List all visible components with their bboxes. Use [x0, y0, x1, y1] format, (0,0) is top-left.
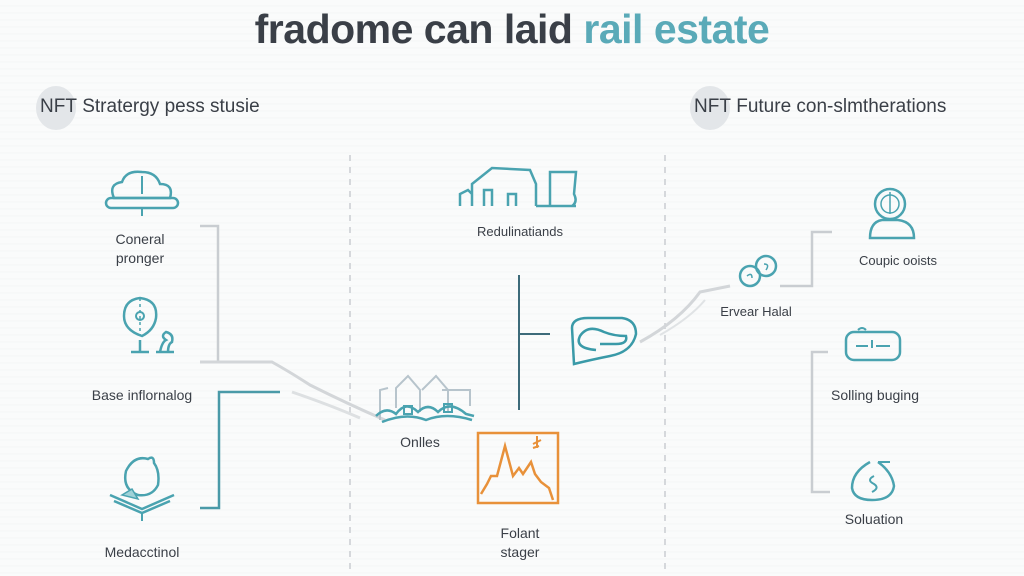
bracket-bottom-left	[200, 390, 280, 510]
bracket-bottom-right	[810, 350, 830, 494]
wallet-icon	[844, 327, 902, 362]
lightbulb-icon	[122, 296, 174, 354]
left-item-2-label: Base inflornalog	[91, 387, 193, 403]
person-book-icon	[109, 456, 175, 521]
header-text: Stratergy pess stusie	[82, 96, 260, 117]
curve-connector-left	[200, 360, 386, 422]
header-badge: NFT	[40, 96, 77, 117]
right-item-1-label: Ervear Halal	[720, 304, 792, 319]
right-item-3-label: Solling buging	[831, 387, 919, 403]
coins-icon	[738, 254, 778, 288]
left-section-header: NFT Stratergy pess stusie	[36, 86, 260, 130]
label-line: stager	[500, 544, 540, 560]
label-line: Folant	[500, 525, 540, 541]
center-item-3-label: Onlles	[400, 434, 440, 450]
curve-connector-right-2	[659, 299, 706, 336]
header-badge-circle	[36, 86, 76, 130]
cloud-icon	[104, 170, 180, 216]
speech-bubble-icon	[570, 316, 638, 366]
right-section-header: NFT Future con-slmtherations	[690, 86, 947, 130]
header-text: Future con-slmtherations	[736, 96, 947, 117]
money-bag-icon	[850, 460, 896, 502]
right-item-4-label: Soluation	[844, 511, 904, 527]
center-item-1-label: Redulinatiands	[476, 224, 563, 239]
curve-connector-right	[639, 284, 731, 344]
bracket-top-right	[780, 230, 832, 288]
title-accent: rail estate	[583, 6, 770, 52]
page-title: fradome can laid rail estate	[0, 6, 1024, 53]
label-line: Coneral	[115, 231, 165, 247]
title-dark: fradome can laid	[254, 6, 573, 52]
label-line: pronger	[115, 250, 165, 266]
left-item-1-label: Coneral pronger	[90, 230, 190, 268]
left-item-3-label: Medacctinol	[104, 544, 180, 560]
houses-icon	[458, 166, 578, 208]
chart-icon	[476, 431, 560, 505]
center-item-4-label: Folant stager	[470, 524, 570, 562]
curve-connector-left-2	[291, 390, 361, 420]
bracket-top-left	[200, 224, 220, 362]
header-badge-circle	[690, 86, 730, 130]
user-target-icon	[868, 187, 916, 240]
neighborhood-icon	[375, 374, 475, 424]
header-badge: NFT	[694, 96, 731, 117]
right-item-2-label: Coupic ooists	[858, 253, 938, 268]
